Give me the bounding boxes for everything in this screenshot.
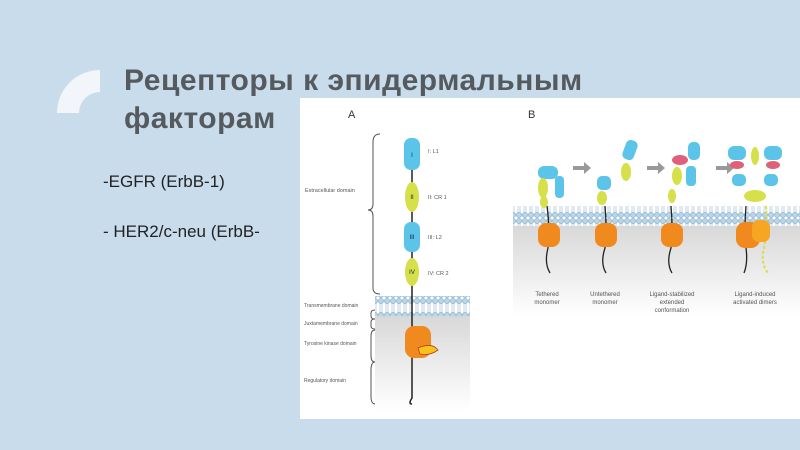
label-regulatory-domain: Regulatory domain [304, 378, 346, 384]
subdomain-iii-numeral: III [409, 235, 414, 241]
state-4-label-line-1: Ligand-induced [734, 292, 775, 298]
state-3-label-line-3: conformation [655, 308, 690, 314]
bullet-her2: - HER2/c-neu (ErbB- [103, 222, 260, 241]
label-extracellular-domain: Extracellular domain [305, 188, 355, 194]
activated-dimer [728, 146, 782, 274]
state-3-label-line-1: Ligand-stabilized [649, 292, 694, 298]
state-2-label-line-1: Untethered [590, 292, 620, 298]
untethered-monomer [595, 139, 638, 274]
state-1-label-line-2: monomer [534, 300, 559, 306]
membrane-a [375, 296, 470, 316]
label-tyrosine-kinase-domain: Tyrosine kinase domain [304, 341, 357, 347]
decorative-ring-shape [57, 70, 100, 113]
state-3-label-line-2: extended [660, 300, 685, 306]
tethered-monomer [538, 166, 564, 274]
state-1-label-line-1: Tethered [535, 292, 558, 298]
egfr-figure: A Extracellular domain Transmembrane dom… [300, 98, 800, 419]
ligand-stabilized-monomer [661, 142, 700, 274]
receptor-backbone-a [409, 138, 413, 405]
subdomain-label-cr2: IV: CR 2 [428, 271, 449, 277]
slide-title: Рецепторы к эпидермальным факторам [124, 62, 583, 138]
subdomain-label-l1: I: L1 [428, 149, 439, 155]
egfr-figure-svg: A Extracellular domain Transmembrane dom… [304, 109, 800, 411]
subdomain-iii-shape [404, 222, 420, 252]
bullet-egfr: -EGFR (ErbB-1) [103, 172, 225, 191]
subdomain-i-numeral: I [411, 153, 413, 159]
label-transmembrane-domain: Transmembrane domain [304, 303, 359, 309]
subdomain-ii-shape [405, 182, 419, 212]
panel-a-letter: A [348, 109, 356, 121]
subdomain-label-l2: III: L2 [428, 235, 442, 241]
subdomain-i-shape [404, 138, 420, 170]
membrane-b [513, 206, 800, 226]
label-juxtamembrane-domain: Juxtamembrane domain [304, 321, 358, 327]
panel-b-letter: B [528, 109, 535, 121]
subdomain-iv-shape [405, 258, 419, 286]
subdomain-iv-numeral: IV [409, 270, 415, 276]
slide-title-line-2: факторам [124, 102, 276, 135]
state-2-label-line-2: monomer [592, 300, 617, 306]
subdomain-ii-numeral: II [410, 195, 414, 201]
transition-arrows [573, 162, 734, 174]
kinase-domain-a [405, 326, 439, 358]
domain-braces [367, 133, 381, 405]
state-4-label-line-2: activated dimers [733, 300, 777, 306]
subdomain-label-cr1: II: CR 1 [428, 195, 447, 201]
slide-title-line-1: Рецепторы к эпидермальным [124, 64, 583, 97]
